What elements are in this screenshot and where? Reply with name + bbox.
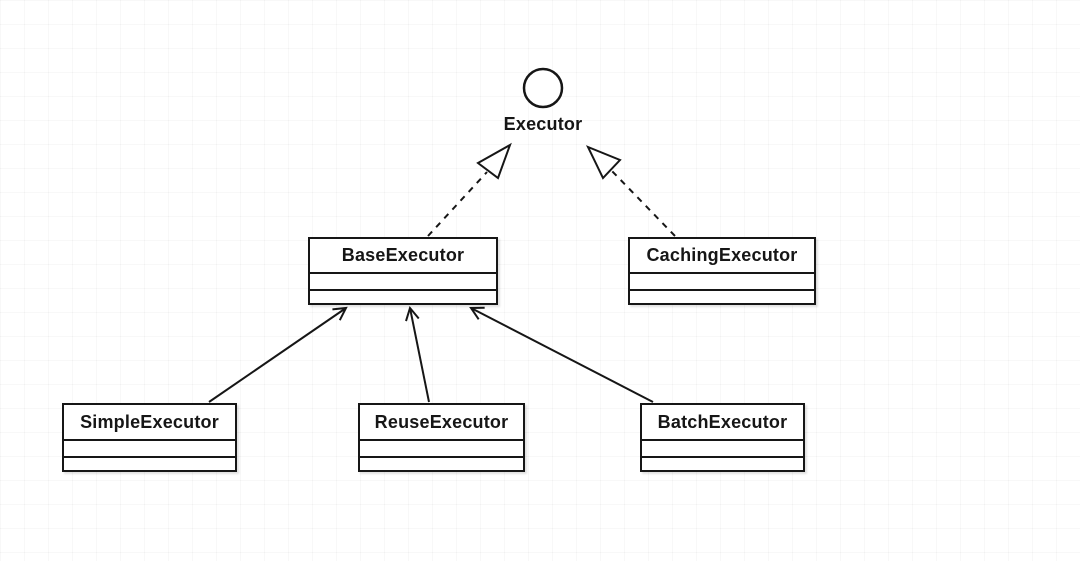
class-node-baseexecutor[interactable]: BaseExecutor [308, 237, 498, 305]
methods-compartment [310, 289, 496, 303]
attributes-compartment [64, 439, 235, 456]
realization-connector-baseexecutor-to-executor[interactable] [427, 142, 512, 237]
interface-label-executor: Executor [503, 114, 583, 134]
class-name-label: BaseExecutor [341, 245, 465, 265]
generalization-connector-simpleexecutor-to-baseexecutor[interactable] [208, 306, 348, 403]
interface-circle-icon[interactable] [522, 67, 564, 109]
class-node-reuseexecutor[interactable]: ReuseExecutor [358, 403, 525, 472]
attributes-compartment [310, 272, 496, 289]
class-node-cachingexecutor[interactable]: CachingExecutor [628, 237, 816, 305]
methods-compartment [64, 456, 235, 470]
class-node-simpleexecutor[interactable]: SimpleExecutor [62, 403, 237, 472]
class-node-batchexecutor[interactable]: BatchExecutor [640, 403, 805, 472]
class-name-label: ReuseExecutor [374, 411, 509, 432]
class-name-label: SimpleExecutor [80, 411, 219, 432]
generalization-connector-reuseexecutor-to-baseexecutor[interactable] [405, 305, 430, 403]
class-name-label: BatchExecutor [657, 411, 788, 432]
attributes-compartment [360, 439, 523, 456]
methods-compartment [630, 289, 814, 303]
attributes-compartment [630, 272, 814, 289]
class-name-label: CachingExecutor [646, 245, 798, 265]
methods-compartment [642, 456, 803, 470]
methods-compartment [360, 456, 523, 470]
attributes-compartment [642, 439, 803, 456]
generalization-connector-batchexecutor-to-baseexecutor[interactable] [469, 306, 654, 403]
realization-connector-cachingexecutor-to-executor[interactable] [585, 145, 676, 237]
